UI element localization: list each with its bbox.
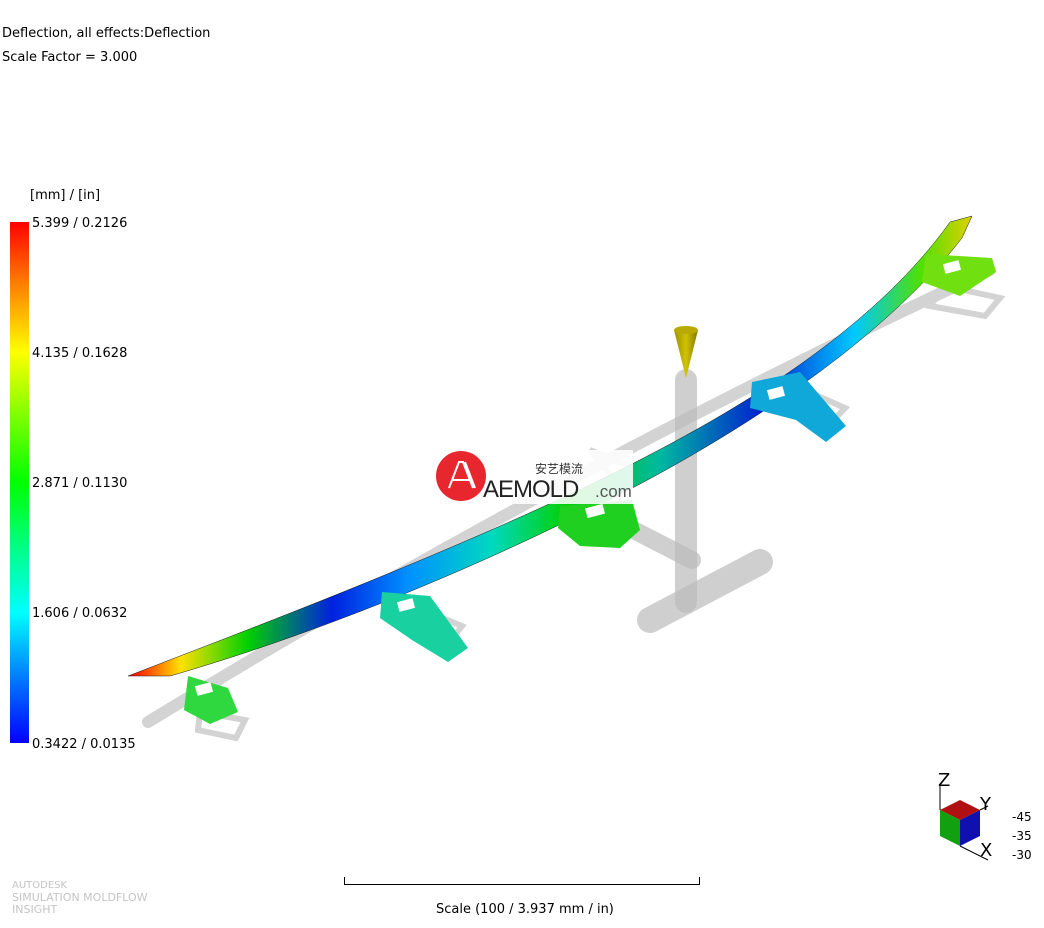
- legend-min-label: 0.3422 / 0.0135: [32, 737, 136, 752]
- color-legend-bar[interactable]: [10, 222, 29, 743]
- triad-y-label: Y: [980, 794, 991, 815]
- legend-units: [mm] / [in]: [30, 188, 101, 203]
- brand-line-3: INSIGHT: [12, 903, 58, 916]
- orientation-triad[interactable]: Z Y X: [930, 770, 1040, 870]
- triad-x-label: X: [980, 840, 993, 861]
- view-angle-3: -30: [1012, 848, 1032, 862]
- view-angle-2: -35: [1012, 829, 1032, 843]
- triad-z-label: Z: [938, 770, 951, 791]
- orientation-cube-icon: [939, 784, 989, 861]
- legend-label-2: 4.135 / 0.1628: [32, 346, 128, 361]
- view-angle-1: -45: [1012, 810, 1032, 824]
- scale-factor-label: Scale Factor = 3.000: [2, 50, 138, 65]
- watermark: 安艺模流 AEMOLD .com: [435, 450, 633, 504]
- injection-cone: [674, 330, 698, 378]
- scale-bar: [344, 877, 700, 885]
- legend-label-4: 1.606 / 0.0632: [32, 606, 128, 621]
- legend-label-3: 2.871 / 0.1130: [32, 476, 128, 491]
- scale-label: Scale (100 / 3.937 mm / in): [436, 902, 614, 917]
- legend-max-label: 5.399 / 0.2126: [32, 216, 128, 231]
- watermark-cn-text: 安艺模流: [535, 462, 584, 476]
- autodesk-branding: AUTODESK SIMULATION MOLDFLOW INSIGHT: [12, 880, 148, 916]
- deformed-part[interactable]: [127, 215, 996, 724]
- aemold-logo-icon: [436, 451, 486, 501]
- brand-line-1: AUTODESK: [12, 880, 68, 891]
- watermark-logo-text: AEMOLD: [483, 476, 579, 503]
- watermark-logo-suffix: .com: [595, 482, 632, 501]
- brand-line-2: SIMULATION MOLDFLOW: [12, 891, 148, 904]
- runner-system: [609, 326, 773, 633]
- result-title: Deflection, all effects:Deflection: [2, 26, 211, 41]
